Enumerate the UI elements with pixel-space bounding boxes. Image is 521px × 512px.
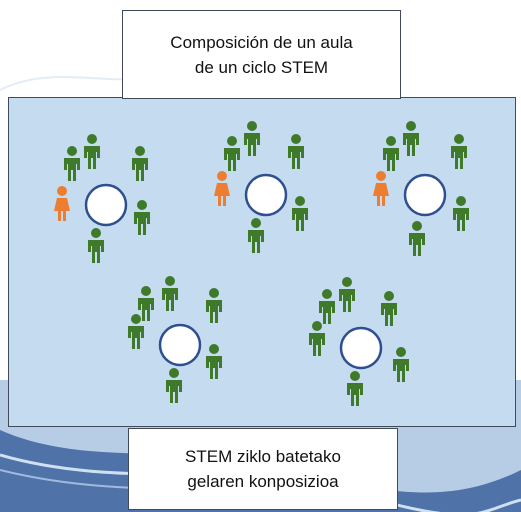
group-4-male-person-icon: [166, 368, 182, 403]
group-2-male-person-icon: [288, 134, 304, 169]
group-3-male-person-icon: [453, 196, 469, 231]
subtitle-line-1: STEM ziklo batetako: [185, 447, 341, 466]
group-5-male-person-icon: [347, 371, 363, 406]
group-5-male-person-icon: [393, 347, 409, 382]
group-5-male-person-icon: [339, 277, 355, 312]
subtitle-line-2: gelaren konposizioa: [187, 472, 339, 491]
group-4-table: [158, 323, 202, 367]
group-3-male-person-icon: [451, 134, 467, 169]
group-3-female-person-icon: [373, 171, 389, 206]
group-3-male-person-icon: [409, 221, 425, 256]
group-1-male-person-icon: [64, 146, 80, 181]
group-2-male-person-icon: [248, 218, 264, 253]
group-4-male-person-icon: [128, 314, 144, 349]
group-2-female-person-icon: [214, 171, 230, 206]
group-3-male-person-icon: [403, 121, 419, 156]
group-1-female-person-icon: [54, 186, 70, 221]
group-4-male-person-icon: [206, 288, 222, 323]
group-1-male-person-icon: [88, 228, 104, 263]
group-4-male-person-icon: [206, 344, 222, 379]
group-5-male-person-icon: [319, 289, 335, 324]
group-5-table: [339, 326, 383, 370]
title-line-2: de un ciclo STEM: [194, 57, 329, 77]
title-line-1: Composición de un aula: [170, 32, 353, 52]
title-box: Composición de un aula de un ciclo STEM: [122, 10, 401, 99]
group-4-male-person-icon: [162, 276, 178, 311]
group-3-table: [403, 173, 447, 217]
group-3-male-person-icon: [383, 136, 399, 171]
group-2-table: [244, 173, 288, 217]
group-4-male-person-icon: [138, 286, 154, 321]
group-5-male-person-icon: [381, 291, 397, 326]
group-2-male-person-icon: [292, 196, 308, 231]
group-1-male-person-icon: [84, 134, 100, 169]
group-1-table: [84, 183, 128, 227]
group-2-male-person-icon: [244, 121, 260, 156]
subtitle-box: STEM ziklo batetako gelaren konposizioa: [128, 428, 398, 510]
group-5-male-person-icon: [309, 321, 325, 356]
group-1-male-person-icon: [134, 200, 150, 235]
group-1-male-person-icon: [132, 146, 148, 181]
group-2-male-person-icon: [224, 136, 240, 171]
